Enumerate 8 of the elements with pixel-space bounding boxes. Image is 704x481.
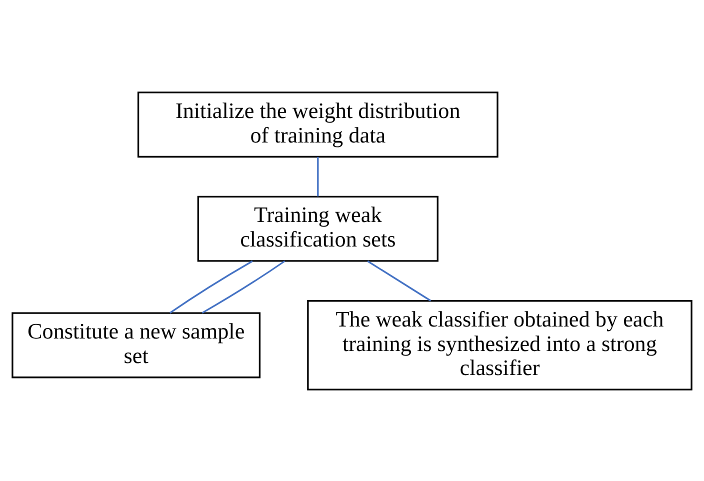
node-box: The weak classifier obtained by each training is synthesized into a strong classifier <box>307 300 692 390</box>
node-box: Training weak classification sets <box>197 195 438 262</box>
node-box: Initialize the weight distribution of training data <box>137 91 498 158</box>
connector <box>202 260 286 314</box>
connector <box>317 156 319 196</box>
node-box: Constitute a new sample set <box>12 312 261 378</box>
connector <box>169 260 253 314</box>
connector <box>367 260 432 301</box>
